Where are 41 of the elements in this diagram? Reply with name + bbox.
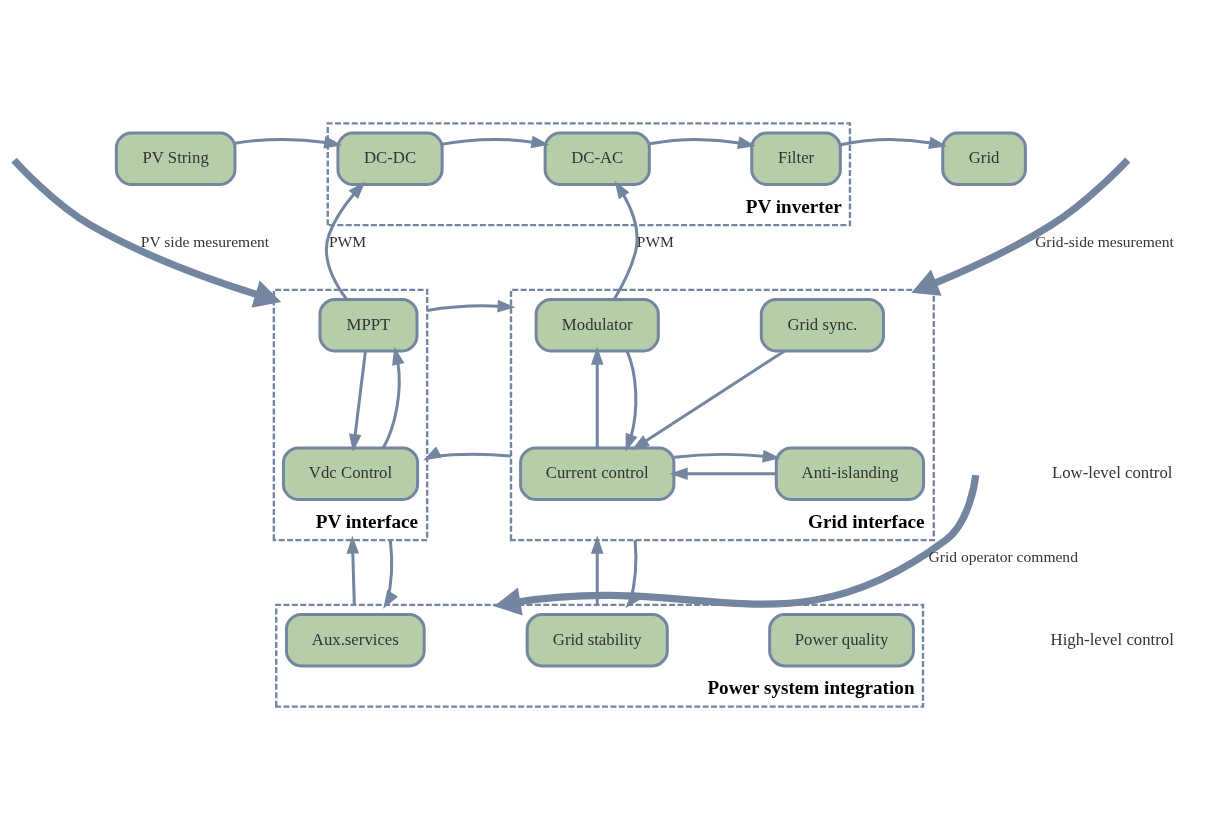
node-box: Grid sync. [759, 297, 885, 353]
node-box: Power quality [768, 612, 915, 668]
arrow [590, 535, 604, 605]
edge-label: Grid-side mesurement [1035, 233, 1174, 251]
arrow [631, 349, 785, 451]
node-box: DC-DC [336, 131, 444, 186]
arrow [493, 474, 980, 616]
arrow [11, 157, 282, 308]
arrow [590, 346, 604, 448]
node-box: Grid [941, 131, 1027, 186]
node-box: Anti-islanding [774, 446, 926, 501]
node-box: Aux.services [284, 612, 426, 668]
arrow [840, 136, 947, 149]
node-box: Grid stability [525, 612, 669, 668]
arrow [383, 540, 398, 609]
node-box: Current control [519, 446, 676, 501]
label: Low-level control [1051, 463, 1173, 483]
arrow [669, 467, 777, 480]
node-box: Vdc Control [281, 446, 420, 501]
arrow [423, 446, 512, 461]
arrow [649, 136, 756, 149]
arrow [674, 449, 781, 463]
arrow [442, 135, 550, 149]
node-box: DC-AC [543, 131, 651, 186]
edge-label: PWM [328, 233, 367, 251]
arrow [625, 350, 638, 452]
arrow [382, 346, 405, 449]
arrow [911, 157, 1131, 296]
arrow [234, 136, 343, 149]
label: High-level control [1050, 629, 1174, 649]
node-box: PV String [114, 131, 237, 186]
node-box: MPPT [318, 297, 419, 353]
arrow [612, 180, 639, 301]
edge-label: Grid operator commend [928, 548, 1078, 566]
edge-label: PV side mesurement [140, 233, 270, 251]
arrow [325, 181, 366, 301]
node-box: Filter [750, 131, 842, 186]
arrow [348, 351, 367, 453]
node-box: Modulator [534, 297, 660, 353]
arrow [426, 299, 516, 313]
arrow [346, 535, 360, 605]
